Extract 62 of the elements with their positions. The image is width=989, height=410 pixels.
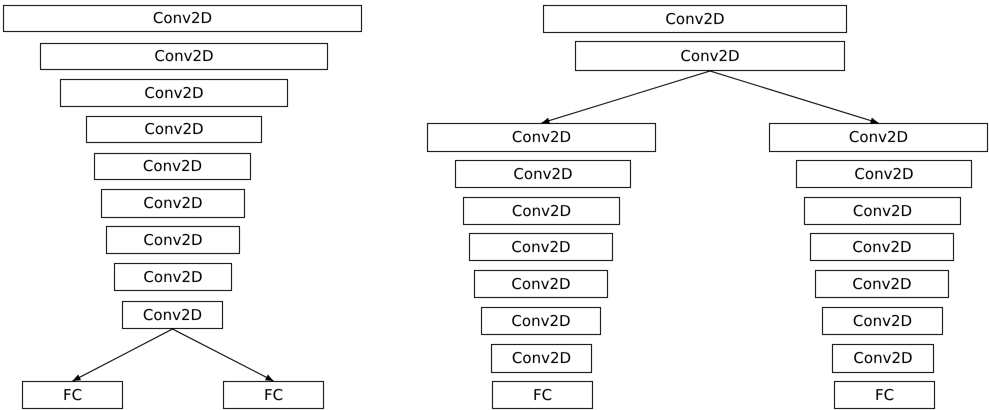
layer-label: Conv2D — [142, 308, 202, 322]
layer-box — [101, 189, 245, 218]
layer-label: Conv2D — [142, 159, 202, 174]
layer-box — [575, 41, 845, 71]
layer-box — [223, 381, 324, 409]
layer-box — [481, 307, 601, 335]
layer-box — [40, 43, 328, 70]
layer-label: FC — [62, 388, 82, 402]
layer-box — [469, 233, 613, 261]
layer-box — [106, 226, 240, 254]
layer-label: Conv2D — [143, 232, 203, 248]
layer-label: Conv2D — [511, 240, 571, 254]
layer-box — [769, 123, 988, 152]
layer-label: Conv2D — [154, 49, 214, 64]
layer-box — [455, 160, 631, 188]
layer-box — [810, 233, 954, 261]
arrow — [172, 328, 274, 382]
layer-label: Conv2D — [854, 166, 914, 182]
layer-label: Conv2D — [680, 48, 740, 64]
layer-box — [22, 381, 123, 409]
layer-box — [815, 270, 949, 298]
layer-box — [60, 79, 288, 107]
layer-box — [427, 123, 656, 152]
layer-label: Conv2D — [144, 86, 204, 100]
layer-label: Conv2D — [152, 11, 212, 26]
layer-box — [796, 160, 972, 188]
layer-label: Conv2D — [852, 240, 912, 254]
layer-box — [804, 197, 961, 225]
layer-label: FC — [264, 388, 284, 402]
arrow — [541, 70, 710, 124]
layer-label: Conv2D — [512, 351, 572, 366]
layer-label: FC — [874, 388, 894, 402]
layer-label: FC — [532, 388, 552, 402]
layer-box — [122, 301, 223, 329]
layer-box — [94, 153, 251, 180]
layer-label: Conv2D — [511, 314, 571, 328]
layer-label: Conv2D — [144, 122, 204, 137]
layer-label: Conv2D — [512, 204, 572, 218]
layer-box — [86, 116, 262, 143]
layer-label: Conv2D — [852, 276, 912, 292]
layer-box — [474, 270, 608, 298]
layer-box — [491, 344, 592, 373]
arrow — [72, 328, 173, 382]
layer-label: Conv2D — [665, 12, 725, 26]
layer-box — [832, 344, 934, 373]
layer-box — [463, 197, 620, 225]
layer-label: Conv2D — [143, 270, 203, 284]
layer-label: Conv2D — [853, 351, 913, 366]
layer-box — [822, 307, 943, 335]
layer-label: Conv2D — [513, 166, 573, 182]
layer-label: Conv2D — [852, 314, 912, 328]
layer-box — [834, 381, 935, 409]
layer-label: Conv2D — [512, 130, 572, 145]
layer-box — [3, 5, 362, 32]
layer-box — [114, 263, 232, 291]
layer-label: Conv2D — [848, 130, 908, 145]
layer-label: Conv2D — [511, 276, 571, 292]
arrow — [710, 70, 879, 124]
layer-box — [543, 5, 847, 33]
layer-label: Conv2D — [143, 196, 203, 211]
layer-label: Conv2D — [852, 204, 912, 218]
layer-box — [492, 381, 593, 409]
